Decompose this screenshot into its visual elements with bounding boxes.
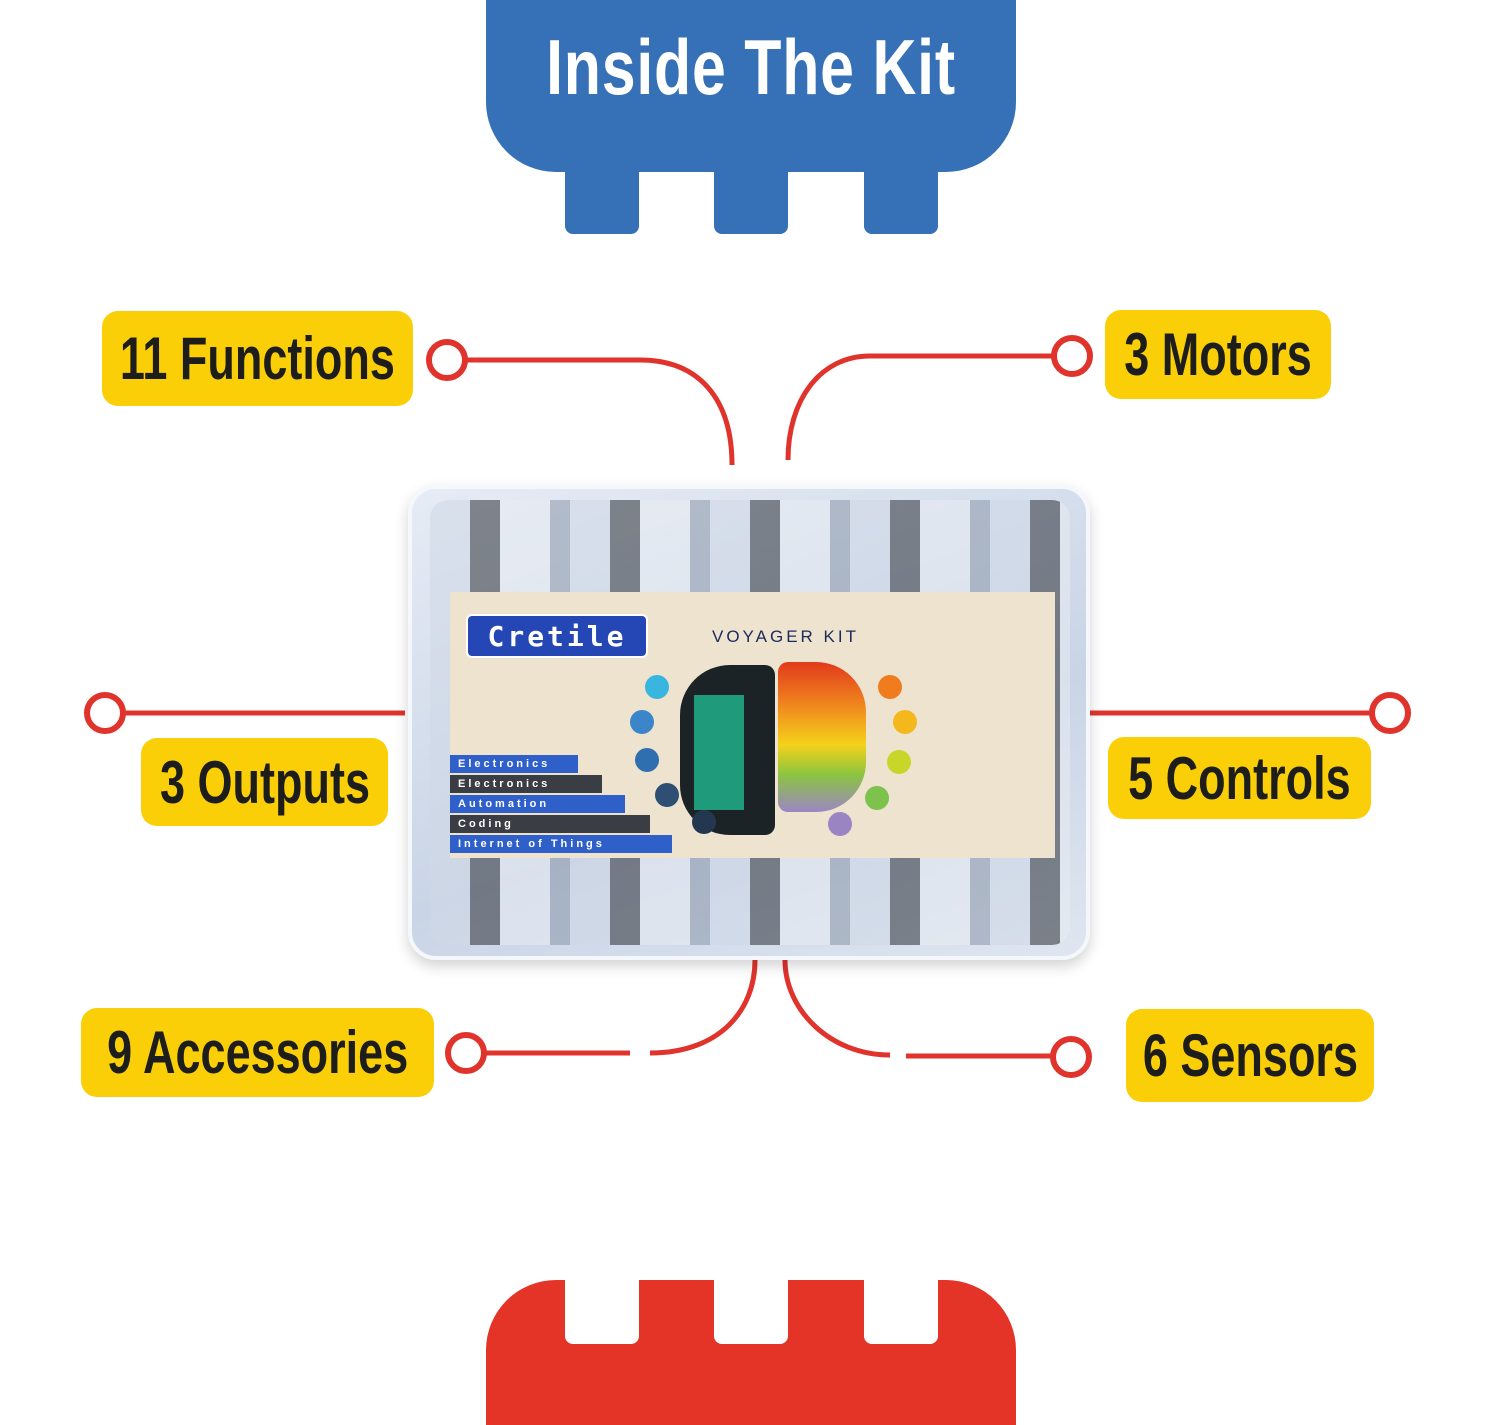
connector-dot: [1051, 335, 1093, 377]
banner-tab: [864, 160, 938, 234]
microcontroller-icon: [645, 675, 669, 699]
callout-label: 11 Functions: [119, 325, 396, 392]
callout-outputs: 3 Outputs: [141, 738, 388, 826]
footer-notch: [714, 1280, 788, 1344]
control-icon: [655, 783, 679, 807]
connector-dot: [1050, 1036, 1092, 1078]
motors-icon: [692, 810, 716, 834]
callout-controls: 5 Controls: [1108, 737, 1371, 819]
connector-functions: [465, 357, 735, 466]
callout-label: 9 Accessories: [106, 1019, 409, 1086]
footer-notch: [864, 1280, 938, 1344]
product-name: VOYAGER KIT: [712, 627, 859, 646]
connector-dot: [426, 339, 468, 381]
transmitter-icon: [865, 786, 889, 810]
water-pump-icon: [887, 750, 911, 774]
callout-label: 3 Motors: [1124, 321, 1312, 388]
page-title: Inside The Kit: [546, 23, 956, 111]
connector-sensors: [782, 959, 1053, 1059]
title-banner: [486, 0, 1016, 172]
timer-icon: [878, 675, 902, 699]
connector-motors: [785, 353, 1054, 461]
color-brain-graphic: [778, 662, 866, 812]
footer-notch: [565, 1280, 639, 1344]
topic-strip: Automation: [450, 795, 625, 813]
callout-accessories: 9 Accessories: [81, 1008, 434, 1097]
sensors-icon: [635, 748, 659, 772]
banner-tab: [565, 160, 639, 234]
topic-strip: Electronics: [450, 775, 602, 793]
adapter-icon: [893, 710, 917, 734]
topic-strip: Coding: [450, 815, 650, 833]
banner-tab: [714, 160, 788, 234]
callout-label: 5 Controls: [1128, 744, 1351, 812]
callout-label: 3 Outputs: [159, 748, 370, 816]
connector-dot: [84, 692, 126, 734]
topic-strip: Electronics: [450, 755, 578, 773]
brand-logo: Cretile: [466, 614, 648, 658]
topic-strip: Internet of Things: [450, 835, 672, 853]
circuit-brain-graphic: [680, 665, 775, 835]
connector-accessories: [484, 959, 758, 1056]
callout-motors: 3 Motors: [1105, 310, 1331, 399]
connector-dot: [445, 1032, 487, 1074]
coding-icon: [630, 710, 654, 734]
callout-functions: 11 Functions: [102, 311, 413, 406]
connector-dot: [1369, 692, 1411, 734]
callout-label: 6 Sensors: [1142, 1022, 1358, 1089]
callout-sensors: 6 Sensors: [1126, 1009, 1374, 1102]
receiver-icon: [828, 812, 852, 836]
